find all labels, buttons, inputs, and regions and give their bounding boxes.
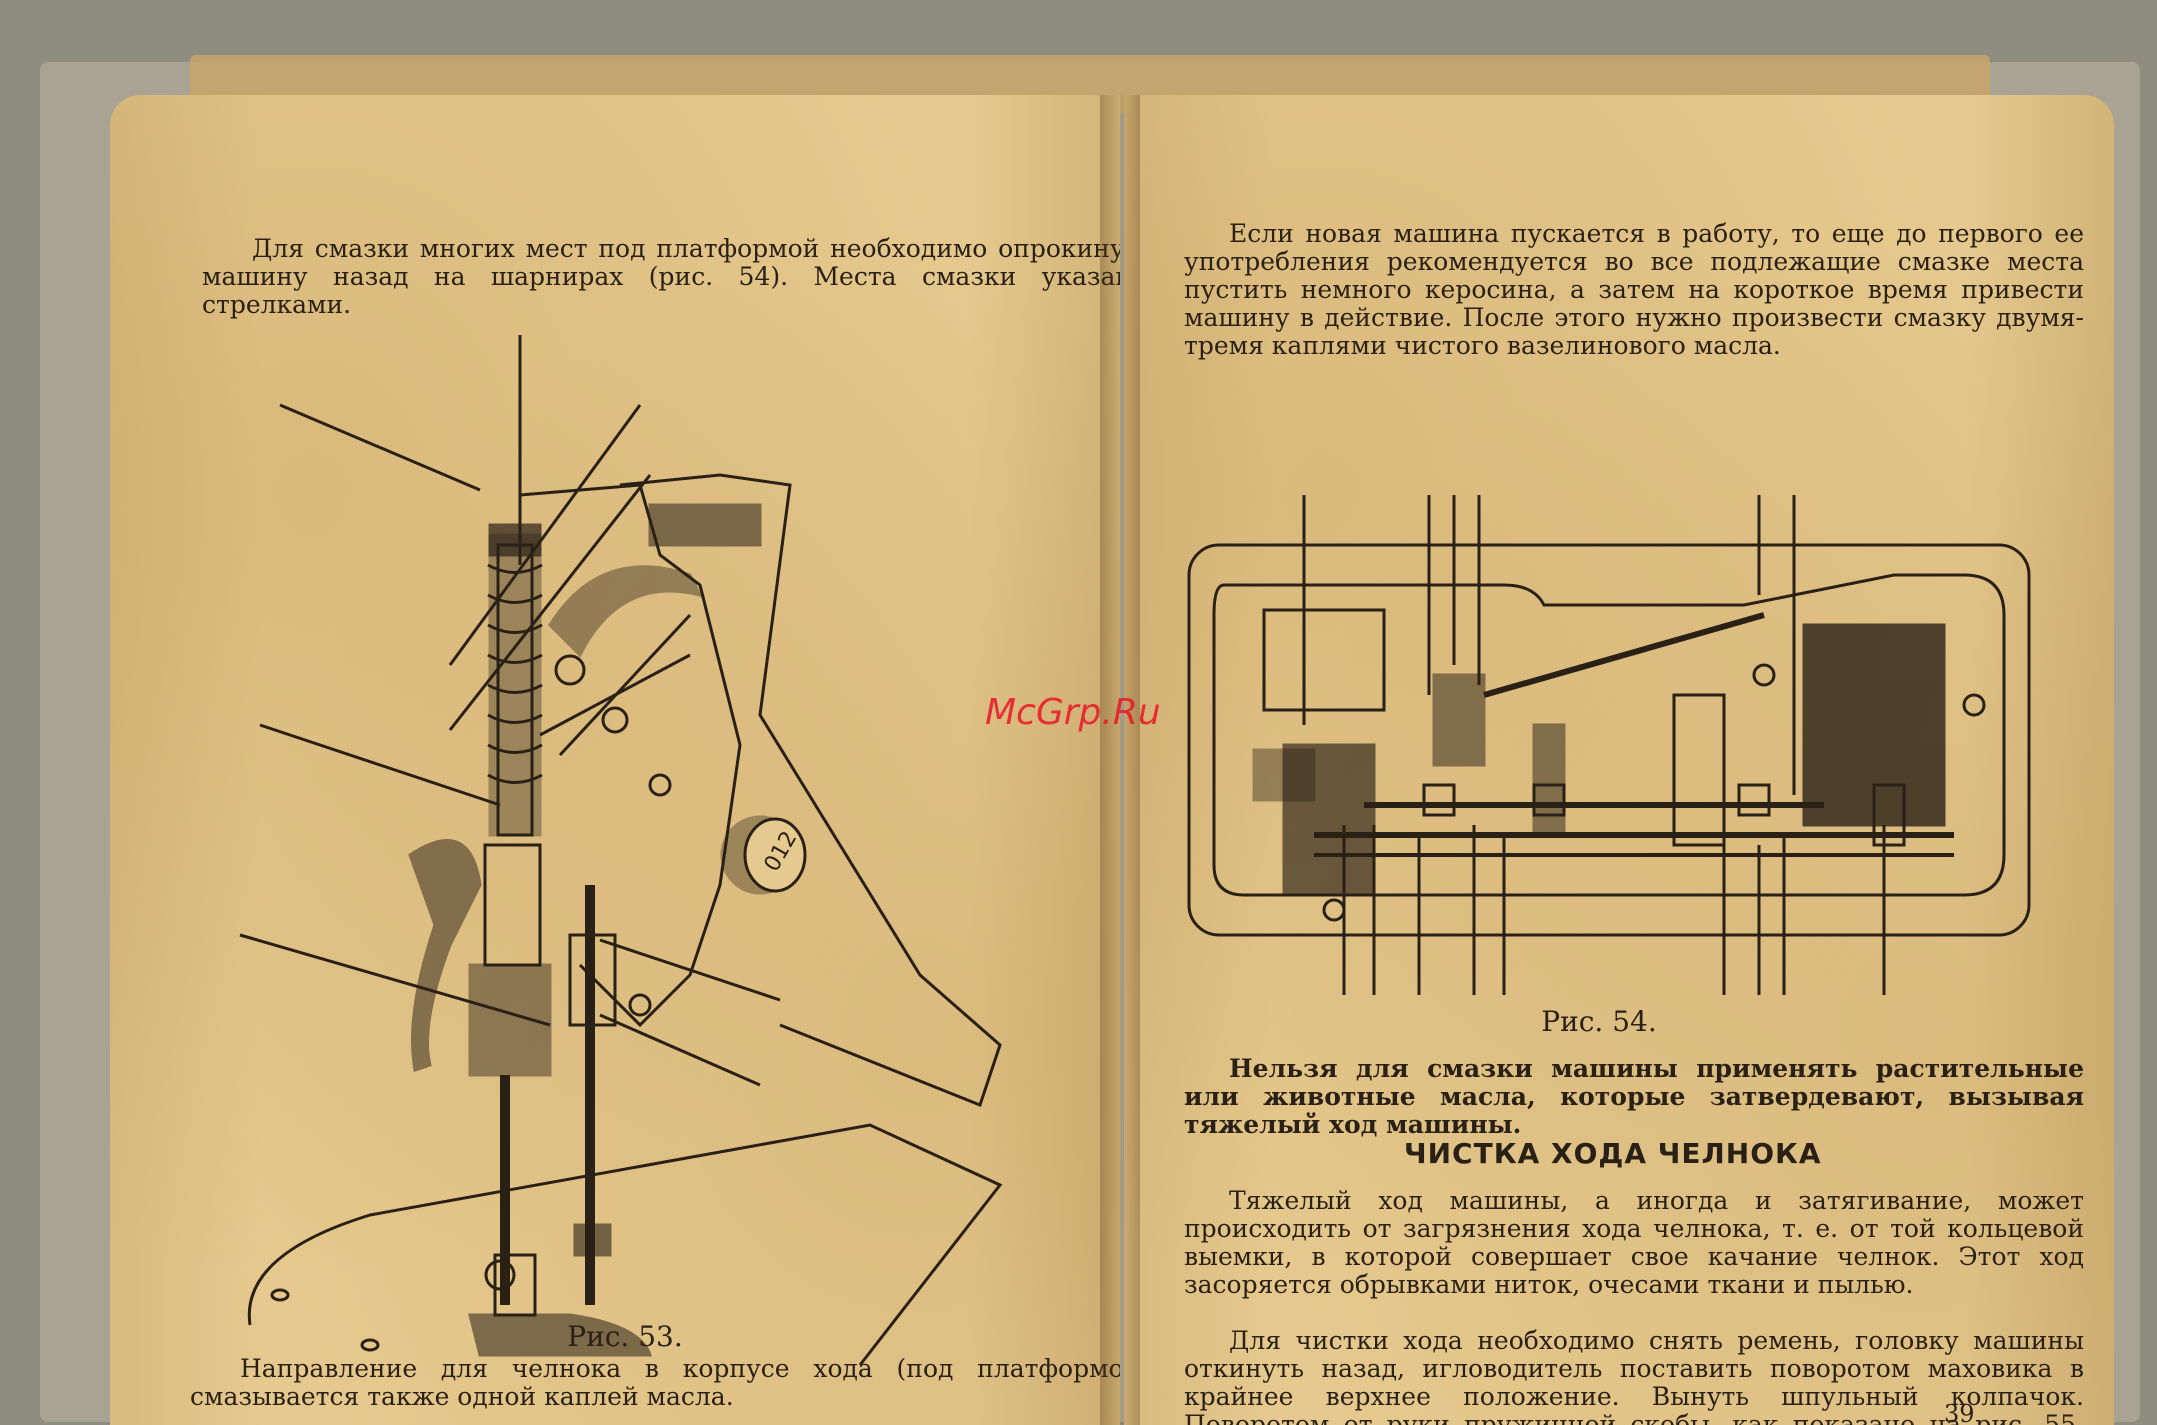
figure-54-caption: Рис. 54. <box>1541 1005 1657 1038</box>
page-number: 39 <box>1944 1400 1975 1425</box>
right-intro-paragraph: Если новая машина пускается в работу, то… <box>1184 219 2084 360</box>
figure-53-caption: Рис. 53. <box>567 1320 683 1353</box>
figure-54-underside-diagram <box>1187 495 2031 995</box>
left-intro-paragraph: Для смазки многих мест под платформой не… <box>202 234 1120 319</box>
book-spine <box>1100 95 1140 1425</box>
shuttle-cleaning-paragraph-1: Тяжелый ход машины, а иногда и затягиван… <box>1184 1186 2084 1299</box>
right-page: Если новая машина пускается в работу, то… <box>1124 95 2114 1425</box>
watermark-text: McGrp.Ru <box>985 692 1161 733</box>
left-footer-paragraph: Направление для челнока в корпусе хода (… <box>190 1354 1120 1411</box>
shuttle-cleaning-paragraph-2: Для чистки хода необходимо снять ремень,… <box>1184 1326 2084 1425</box>
left-page: Для смазки многих мест под платформой не… <box>110 95 1120 1425</box>
section-title: ЧИСТКА ХОДА ЧЕЛНОКА <box>1404 1137 1822 1170</box>
oil-warning-paragraph: Нельзя для смазки машины применять расти… <box>1184 1054 2084 1139</box>
figure-53-shuttle-mechanism: 012 <box>239 335 1003 1366</box>
